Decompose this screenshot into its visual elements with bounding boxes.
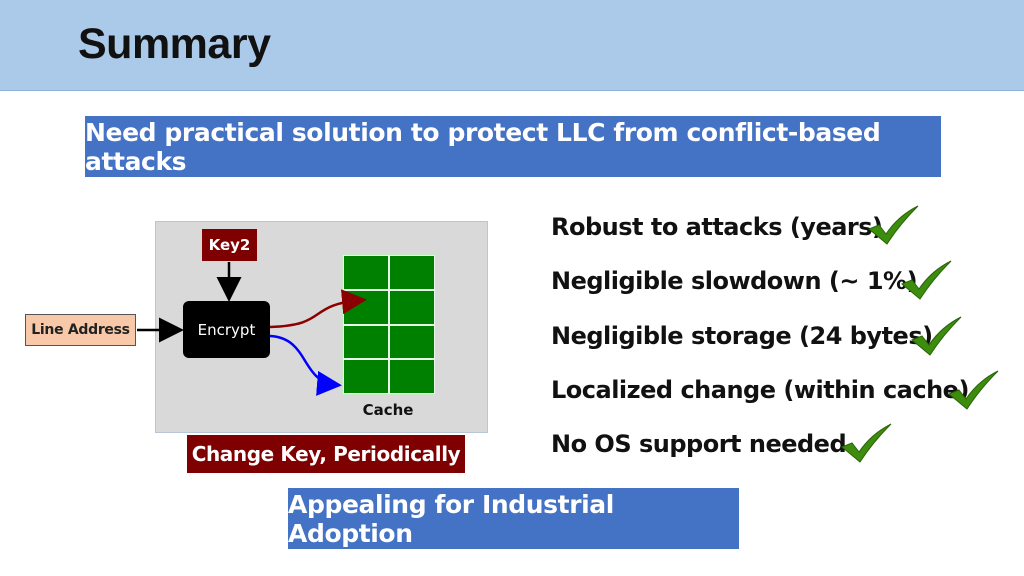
- line-address-box: Line Address: [25, 314, 136, 346]
- cache-cell: [343, 324, 389, 360]
- cache-cell: [343, 359, 389, 394]
- cache-cell: [389, 289, 435, 325]
- cache-cell: [389, 359, 435, 394]
- change-key-label: Change Key, Periodically: [187, 435, 465, 473]
- checkmark-icon: [841, 423, 892, 463]
- checkmark-icon: [868, 205, 919, 245]
- cache-cell: [343, 255, 389, 290]
- title-bar: Summary: [0, 0, 1024, 91]
- benefit-slowdown: Negligible slowdown (~ 1%): [551, 267, 918, 295]
- cache-cell: [389, 255, 435, 290]
- adoption-banner: Appealing for Industrial Adoption: [288, 488, 739, 549]
- slide-title: Summary: [78, 20, 271, 68]
- checkmark-icon: [911, 316, 962, 356]
- key2-box: Key2: [202, 229, 257, 261]
- benefit-localized: Localized change (within cache): [551, 376, 969, 404]
- problem-banner: Need practical solution to protect LLC f…: [85, 116, 941, 177]
- checkmark-icon: [948, 370, 999, 410]
- benefit-robust: Robust to attacks (years): [551, 213, 883, 241]
- benefit-storage: Negligible storage (24 bytes): [551, 322, 933, 350]
- cache-cell: [389, 324, 435, 360]
- cache-grid: [342, 254, 436, 395]
- benefit-no-os: No OS support needed: [551, 430, 847, 458]
- checkmark-icon: [901, 260, 952, 300]
- cache-label: Cache: [362, 401, 414, 419]
- encrypt-block: Encrypt: [183, 301, 270, 358]
- cache-cell: [343, 289, 389, 325]
